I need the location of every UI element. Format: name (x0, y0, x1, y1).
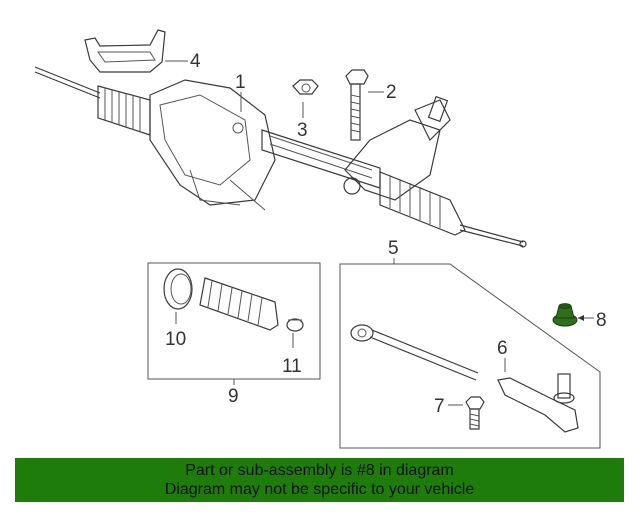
steering-boot[interactable] (199, 277, 279, 331)
callout-3: 3 (297, 120, 308, 141)
callout-9: 9 (228, 386, 239, 407)
parts-diagram: 1 4 3 2 10 11 9 5 (34, 29, 607, 449)
callout-5: 5 (388, 238, 399, 259)
callout-4: 4 (190, 51, 201, 72)
banner-line-2: Diagram may not be specific to your vehi… (164, 481, 475, 498)
callout-11: 11 (282, 356, 302, 377)
inner-tie-rod[interactable] (350, 324, 479, 381)
small-clamp[interactable] (286, 318, 304, 332)
tie-rod-kit-box (339, 263, 601, 449)
callout-10: 10 (165, 329, 186, 350)
callout-2: 2 (386, 82, 397, 103)
steering-gear-assembly[interactable] (34, 66, 527, 248)
highlighted-nut-part-8[interactable] (552, 303, 578, 327)
callout-8: 8 (596, 310, 607, 331)
callout-7: 7 (434, 396, 445, 417)
heat-shield[interactable] (84, 29, 166, 73)
banner-line-1: Part or sub-assembly is #8 in diagram (185, 462, 454, 479)
info-banner: Part or sub-assembly is #8 in diagram Di… (15, 458, 624, 502)
bolt-part-7[interactable] (465, 396, 485, 430)
boot-clamp-ring[interactable] (163, 268, 193, 310)
bolt-part-2[interactable] (345, 69, 369, 141)
nut-part-3[interactable] (292, 79, 319, 95)
outer-tie-rod-end[interactable] (497, 373, 579, 433)
callout-1: 1 (235, 72, 246, 93)
callout-6: 6 (497, 338, 508, 359)
